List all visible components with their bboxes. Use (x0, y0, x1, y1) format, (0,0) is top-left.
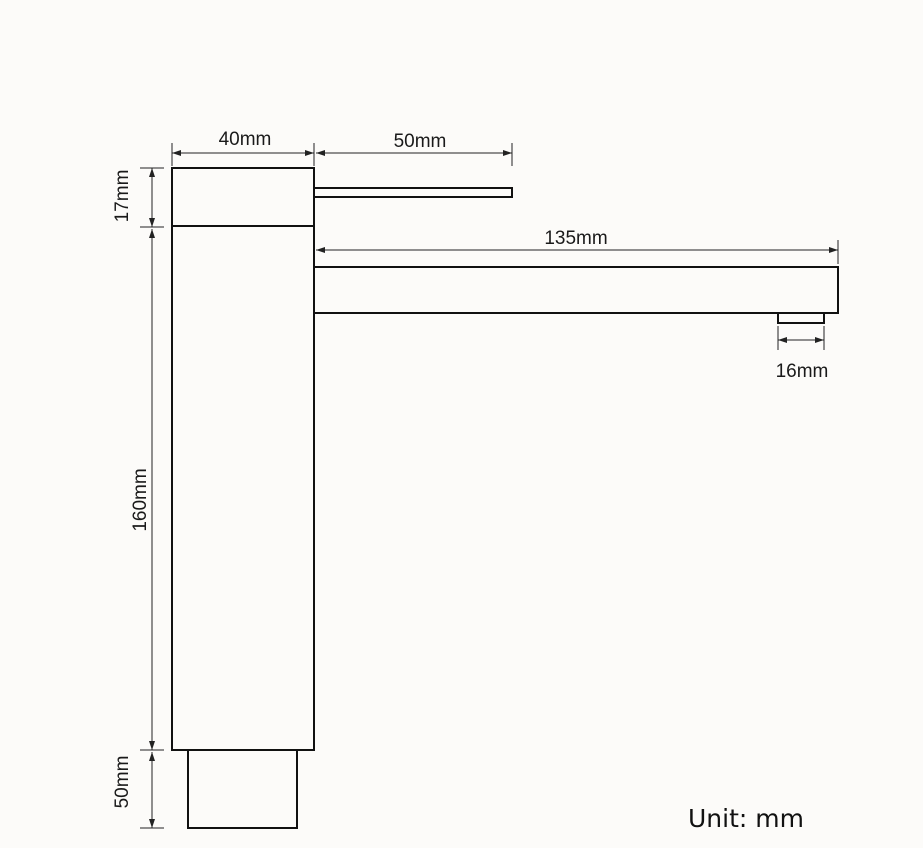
arrow-head (778, 337, 787, 343)
body-width-label: 40mm (219, 129, 272, 150)
body-height-label: 160mm (130, 468, 151, 531)
arrow-head (503, 150, 512, 156)
handle-height-label: 17mm (112, 170, 133, 223)
base-height-label: 50mm (112, 756, 133, 809)
dimension-spout-length: 135mm (316, 228, 839, 264)
faucet-handle (313, 187, 513, 198)
dimension-aerator-width: 16mm (776, 326, 829, 382)
arrow-head (149, 819, 155, 828)
dimension-body-width: 40mm (171, 129, 315, 166)
arrow-head (172, 150, 181, 156)
unit-label: Unit: mm (688, 804, 804, 833)
arrow-head (316, 150, 325, 156)
spout-length-label: 135mm (544, 228, 607, 249)
arrow-head (149, 752, 155, 761)
faucet-body (171, 167, 315, 751)
arrow-head (316, 247, 325, 253)
aerator-width-label: 16mm (776, 361, 829, 382)
faucet-outline (171, 167, 839, 829)
faucet-base (187, 749, 298, 829)
dimension-handle-length: 50mm (316, 131, 513, 166)
dimension-handle-height: 17mm (112, 167, 164, 228)
dimension-body-height: 160mm (130, 229, 164, 751)
handle-length-label: 50mm (394, 131, 447, 152)
arrow-head (149, 229, 155, 238)
arrow-head (149, 168, 155, 177)
dimension-base-height: 50mm (112, 752, 164, 829)
arrow-head (815, 337, 824, 343)
arrow-head (149, 741, 155, 750)
faucet-aerator (777, 312, 825, 324)
faucet-spout (313, 266, 839, 314)
arrow-head (829, 247, 838, 253)
arrow-head (305, 150, 314, 156)
arrow-head (149, 218, 155, 227)
